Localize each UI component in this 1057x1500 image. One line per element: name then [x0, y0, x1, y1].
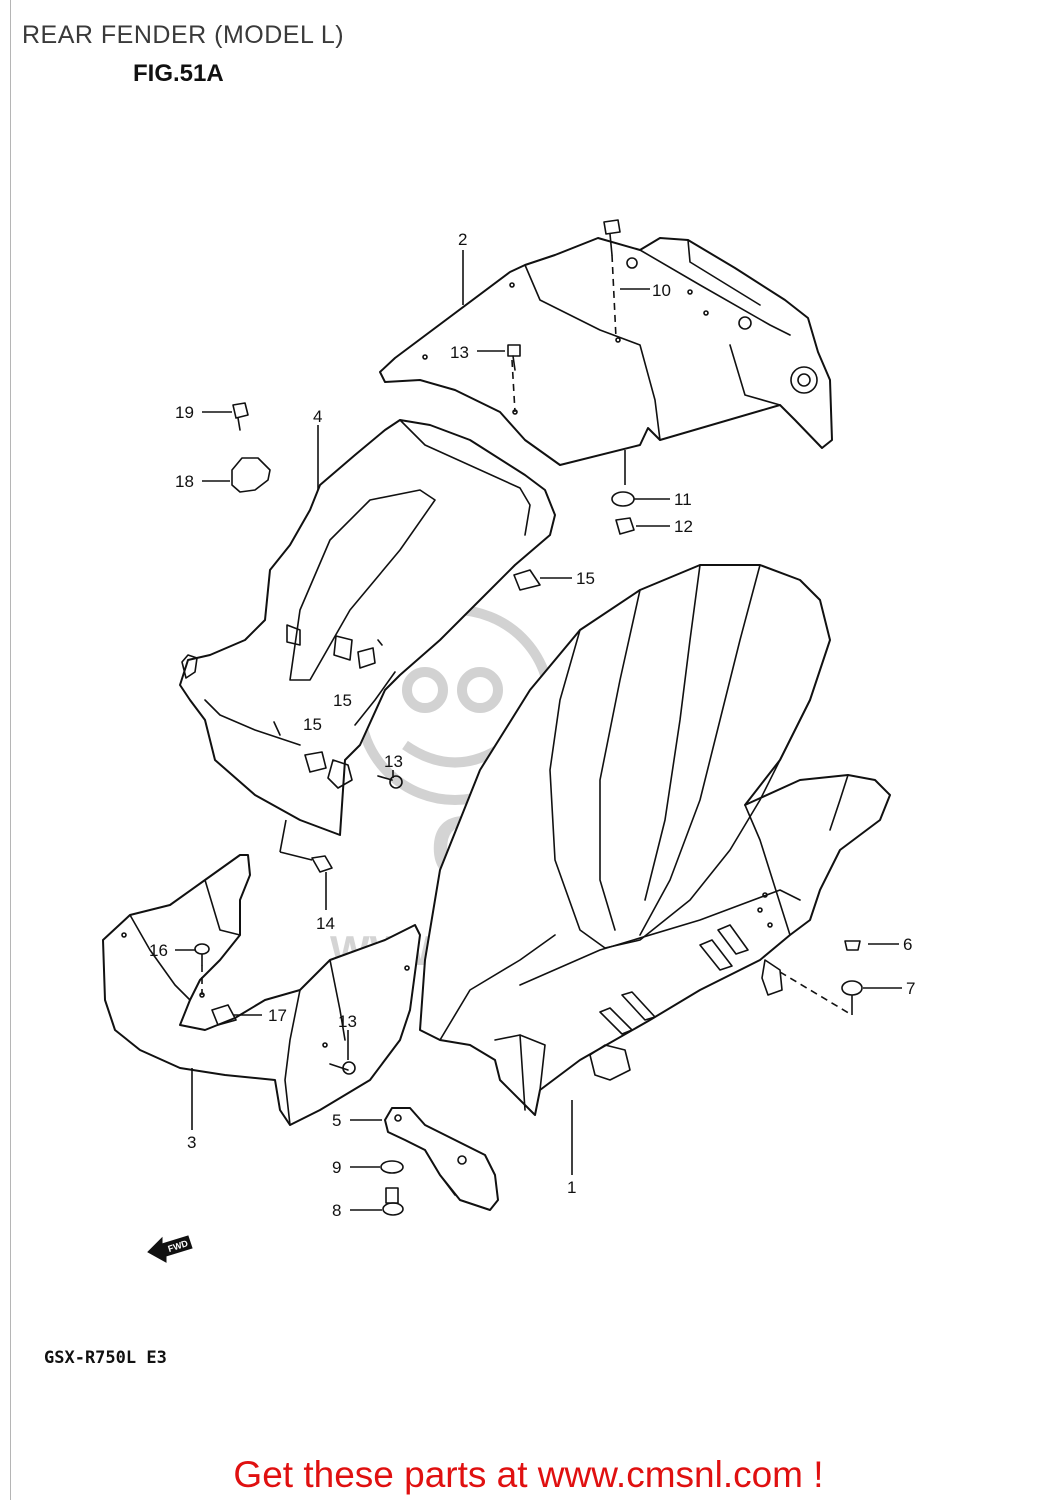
watermark-mascot-eye-right: [457, 667, 503, 713]
page-title: REAR FENDER (MODEL L): [22, 21, 345, 49]
callout-17: 17: [268, 1006, 287, 1025]
leader-lines: [175, 250, 902, 1211]
fwd-direction-marker: FWD: [147, 1235, 193, 1263]
callout-19: 19: [175, 403, 194, 422]
part-5-bracket: [384, 1107, 499, 1211]
callout-2: 2: [458, 230, 467, 249]
callout-9: 9: [332, 1158, 341, 1177]
figure-number: FIG.51A: [133, 60, 224, 87]
callout-4: 4: [313, 407, 322, 426]
part-3-lower-splash-guard: [102, 854, 421, 1126]
model-code: GSX-R750L E3: [44, 1348, 167, 1368]
callout-7: 7: [906, 979, 915, 998]
callout-13-middle: 13: [384, 752, 403, 771]
callout-15-middle: 15: [333, 691, 352, 710]
parts-link-banner[interactable]: Get these parts at www.cmsnl.com !: [233, 1454, 824, 1495]
hardware: [194, 219, 863, 1216]
callout-14: 14: [316, 914, 335, 933]
left-margin-line: [10, 0, 11, 1500]
callout-6: 6: [903, 935, 912, 954]
callout-13-bottom: 13: [338, 1012, 357, 1031]
callout-3: 3: [187, 1133, 196, 1152]
fwd-arrow-icon: [147, 1235, 193, 1263]
callout-1: 1: [567, 1178, 576, 1197]
callout-8: 8: [332, 1201, 341, 1220]
callout-10: 10: [652, 281, 671, 300]
part-2-upper-fender-bracket: [379, 237, 833, 466]
callout-5: 5: [332, 1111, 341, 1130]
callout-18: 18: [175, 472, 194, 491]
part-1-rear-fender: [419, 564, 891, 1116]
callout-15-left: 15: [303, 715, 322, 734]
watermark-mascot-eye-left: [402, 667, 448, 713]
callout-16: 16: [149, 941, 168, 960]
part-4-inner-fender: [179, 419, 556, 836]
callout-15-right: 15: [576, 569, 595, 588]
callout-numbers: 2 10 13 19 4 18 11 12 15 15 15 13 14 16 …: [149, 230, 915, 1220]
callout-11: 11: [674, 490, 692, 509]
callout-12: 12: [674, 517, 693, 536]
callout-13-top: 13: [450, 343, 469, 362]
